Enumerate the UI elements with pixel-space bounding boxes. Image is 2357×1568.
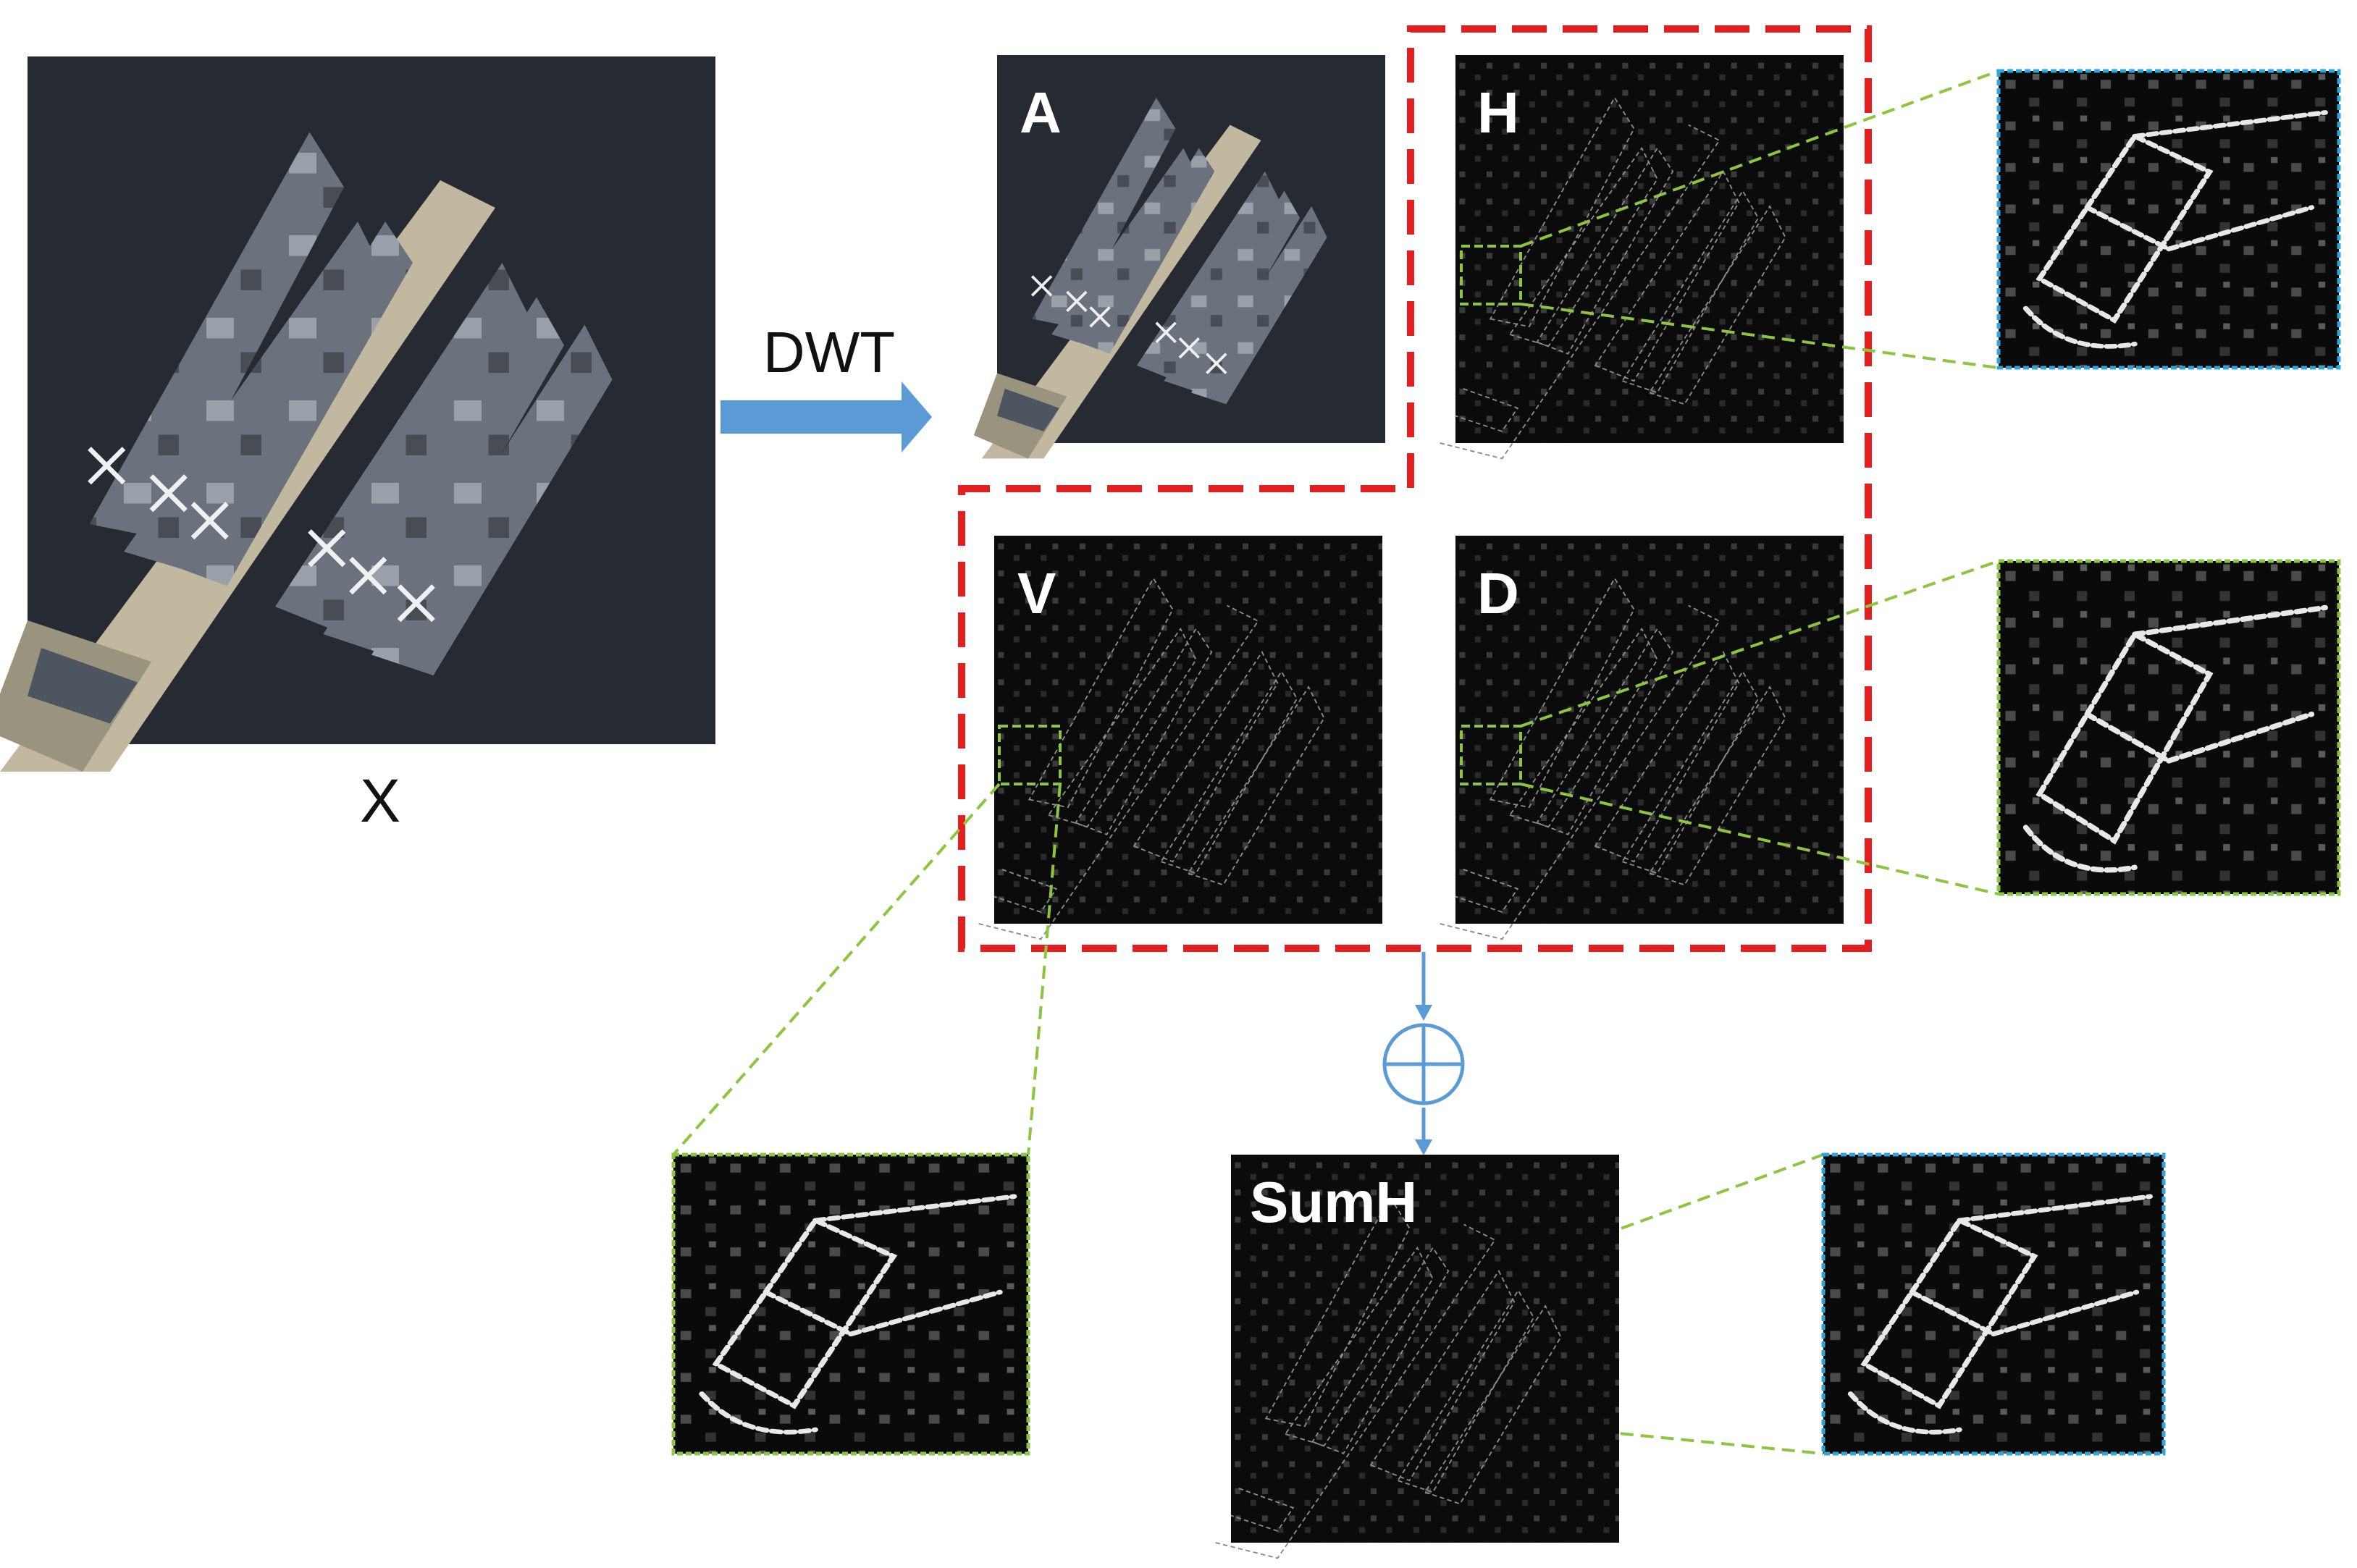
- sum-operator-icon: [1382, 1023, 1465, 1105]
- dwt-arrow: [720, 382, 932, 452]
- subband-d-label: D: [1477, 561, 1519, 625]
- subband-v-label: V: [1017, 561, 1056, 625]
- sum-arrows: [1415, 952, 1432, 1155]
- v-zoom-inset: [673, 1155, 1028, 1454]
- sumh-label: SumH: [1250, 1170, 1417, 1234]
- subband-h-label: H: [1477, 80, 1519, 145]
- v-crop-box: [998, 725, 1062, 785]
- dwt-label: DWT: [763, 320, 895, 384]
- h-zoom-inset: [1999, 71, 2339, 368]
- sumh-zoom-inset: [1823, 1155, 2164, 1454]
- detail-subbands-group-outline: [958, 25, 1872, 952]
- subband-a-label: A: [1020, 80, 1062, 145]
- source-image-x: [0, 56, 715, 772]
- source-label: X: [360, 767, 400, 835]
- d-zoom-inset: [1999, 561, 2339, 894]
- d-crop-box: [1460, 725, 1522, 785]
- h-crop-box: [1460, 245, 1522, 305]
